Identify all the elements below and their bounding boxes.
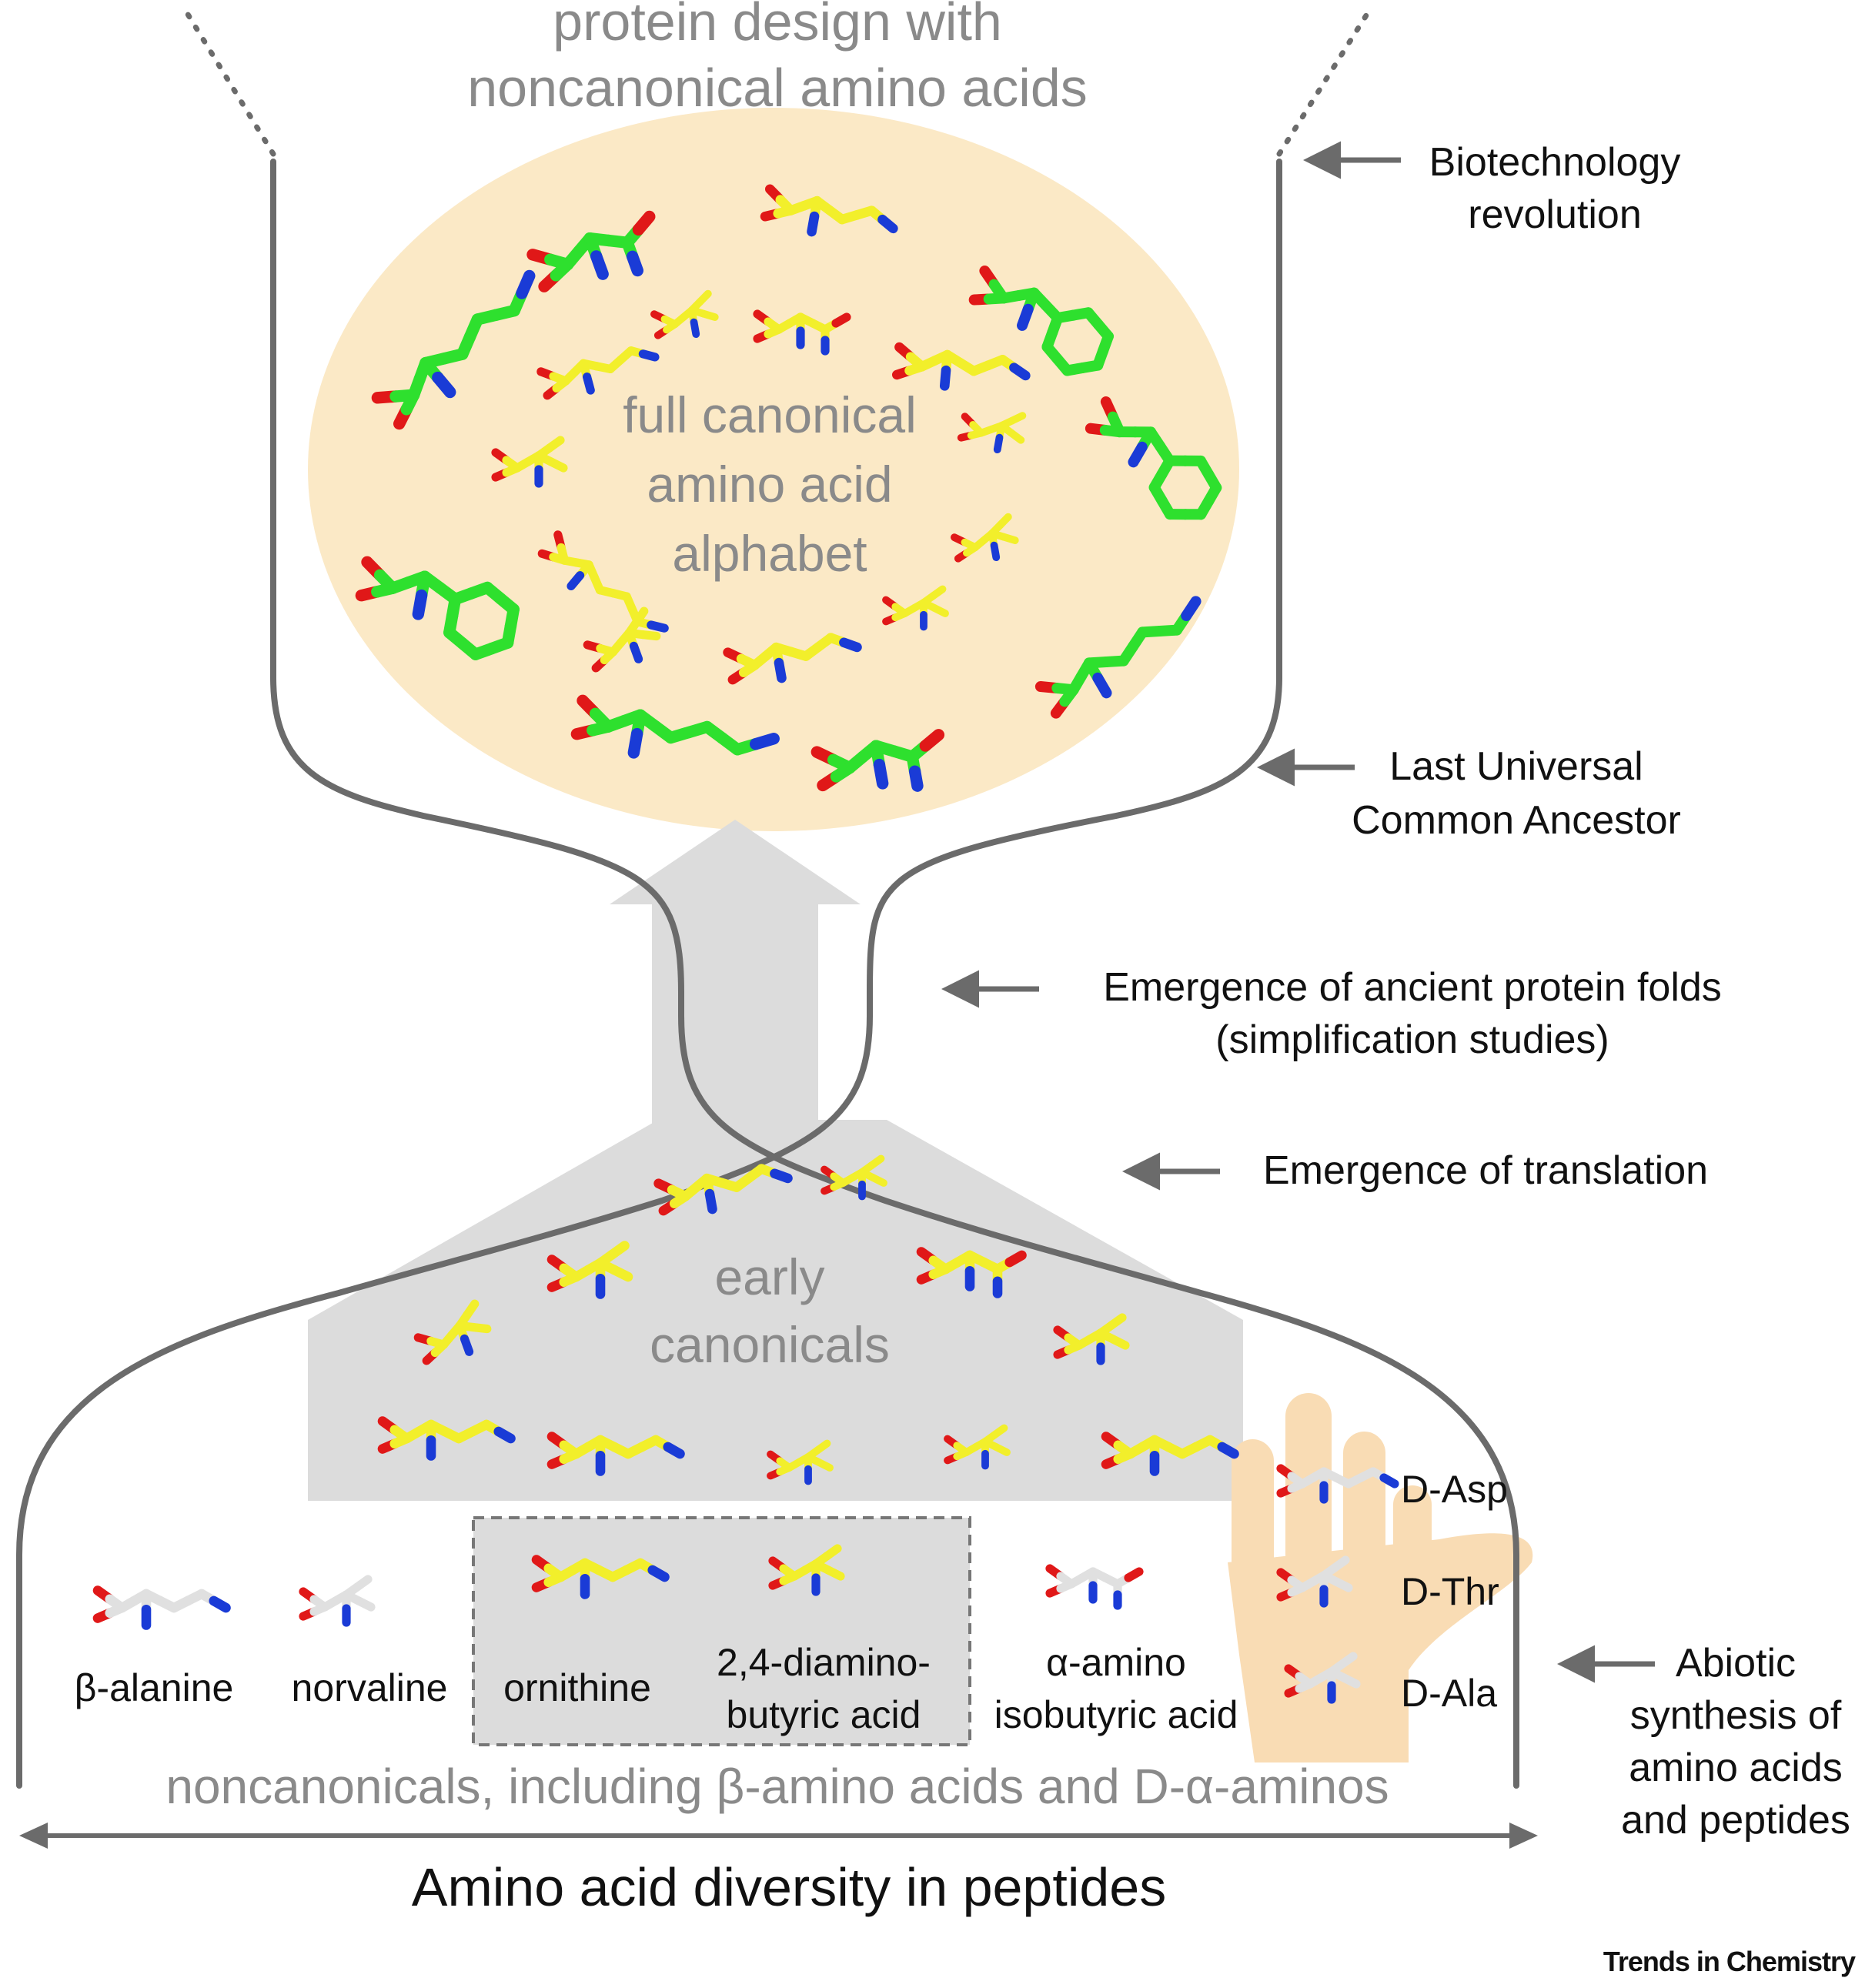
molecule-structure bbox=[355, 556, 520, 660]
label-d-ala: D-Ala bbox=[1401, 1670, 1539, 1716]
d-thr-prefix: D bbox=[1401, 1570, 1429, 1613]
molecule-structure bbox=[491, 436, 568, 488]
molecule-structure bbox=[882, 585, 949, 631]
annotation-folds-line-2: (simplification studies) bbox=[1215, 1017, 1609, 1062]
d-asp-prefix: D bbox=[1401, 1468, 1429, 1511]
noncanonicals-label: noncanonicals, including β-amino acids a… bbox=[31, 1757, 1524, 1816]
molecule-structure bbox=[1276, 1555, 1353, 1608]
molecule-structure bbox=[583, 606, 661, 673]
trapezoid-label-line-2: canonicals bbox=[650, 1316, 890, 1373]
molecule-structure bbox=[1045, 1564, 1144, 1610]
annotation-luca-line-1: Last Universal bbox=[1389, 744, 1643, 789]
molecule-structure bbox=[1276, 1464, 1399, 1504]
annotation-luca-line-2: Common Ancestor bbox=[1352, 798, 1681, 843]
molecule-structure bbox=[951, 513, 1019, 563]
noncanonicals-label-part-2: -α-aminos bbox=[1168, 1759, 1389, 1814]
molecule-structure bbox=[570, 694, 780, 759]
early-canonicals-region bbox=[308, 1120, 1243, 1501]
annotation-abiotic-line-2: synthesis of bbox=[1629, 1693, 1842, 1738]
molecule-structure bbox=[767, 1439, 834, 1485]
molecule-structure bbox=[760, 184, 898, 237]
molecule-structure bbox=[413, 1299, 492, 1365]
molecule-structure bbox=[723, 633, 862, 685]
molecule-structure bbox=[968, 265, 1114, 376]
molecule-structure bbox=[753, 309, 851, 356]
label-dab-line-1: 2,4-diamino- bbox=[717, 1641, 931, 1684]
label-d-thr: D-Thr bbox=[1401, 1569, 1539, 1615]
funnel-dotted-extension bbox=[182, 6, 1373, 157]
label-aib-line-1: α-amino bbox=[1046, 1641, 1186, 1684]
label-ornithine: ornithine bbox=[503, 1666, 651, 1709]
molecule-structure bbox=[1034, 596, 1202, 719]
molecule-structure bbox=[299, 1575, 376, 1627]
ornithine-dab-box bbox=[472, 1516, 971, 1746]
ellipse-label-line-3: alphabet bbox=[672, 525, 867, 582]
journal-credit: Trends in Chemistry bbox=[1603, 1946, 1856, 1977]
molecule-structure bbox=[377, 1416, 516, 1461]
molecule-structure bbox=[891, 342, 1031, 391]
molecule-structure bbox=[1085, 396, 1222, 520]
annotation-arrows bbox=[941, 141, 1655, 1683]
label-beta-alanine: β-alanine bbox=[74, 1666, 234, 1709]
title-line-2: noncanonical amino acids bbox=[467, 58, 1088, 118]
label-dab-line-2: butyric acid bbox=[726, 1693, 921, 1736]
ellipse-label-line-2: amino acid bbox=[647, 456, 893, 513]
funnel-outline bbox=[16, 159, 1519, 1789]
molecule-structure bbox=[1053, 1313, 1130, 1365]
annotation-biotech-line-2: revolution bbox=[1468, 192, 1642, 237]
evolution-arrow bbox=[610, 820, 861, 1147]
label-aib-line-2: isobutyric acid bbox=[994, 1693, 1238, 1736]
molecule-structure bbox=[1284, 1652, 1361, 1704]
molecule-structure bbox=[546, 1432, 685, 1476]
noncanonicals-label-part-1: noncanonicals, including β-amino acids a… bbox=[165, 1759, 1134, 1814]
annotation-abiotic-line-3: amino acids bbox=[1629, 1746, 1843, 1790]
molecule-structure bbox=[371, 269, 536, 430]
amino-acid-structures bbox=[92, 184, 1399, 1704]
ellipse-label-line-1: full canonical bbox=[623, 386, 917, 443]
title-line-1: protein design with bbox=[553, 0, 1002, 52]
molecule-structure bbox=[957, 412, 1027, 454]
molecule-structure bbox=[653, 1164, 793, 1216]
label-d-asp: D-Asp bbox=[1401, 1466, 1539, 1512]
label-norvaline: norvaline bbox=[291, 1666, 448, 1709]
annotation-biotech-line-1: Biotechnology bbox=[1429, 140, 1681, 185]
molecule-structure bbox=[1101, 1432, 1239, 1476]
molecule-structure bbox=[536, 346, 660, 400]
trapezoid-label-line-1: early bbox=[714, 1248, 825, 1305]
molecule-structure bbox=[916, 1247, 1027, 1298]
molecule-structure bbox=[92, 1585, 231, 1630]
molecule-structure bbox=[768, 1544, 845, 1596]
annotation-translation: Emergence of translation bbox=[1262, 1148, 1709, 1193]
noncanonicals-label-d: D bbox=[1133, 1759, 1169, 1814]
d-asp-suffix: -Asp bbox=[1429, 1468, 1508, 1511]
d-ala-suffix: -Ala bbox=[1429, 1672, 1498, 1715]
d-thr-suffix: -Thr bbox=[1429, 1570, 1499, 1613]
annotation-abiotic-line-4: and peptides bbox=[1621, 1798, 1850, 1843]
d-ala-prefix: D bbox=[1401, 1672, 1429, 1715]
molecule-structure bbox=[944, 1424, 1011, 1470]
molecule-structure bbox=[650, 289, 719, 339]
diversity-axis-label: Amino acid diversity in peptides bbox=[411, 1857, 1167, 1917]
molecule-structure bbox=[821, 1154, 887, 1201]
annotation-abiotic-line-1: Abiotic bbox=[1675, 1641, 1796, 1686]
molecule-structure bbox=[526, 210, 656, 292]
annotation-folds-line-1: Emergence of ancient protein folds bbox=[1103, 965, 1722, 1010]
molecule-structure bbox=[546, 1241, 633, 1299]
diversity-axis-arrow bbox=[19, 1823, 1538, 1849]
molecule-structure bbox=[811, 729, 945, 792]
molecule-structure bbox=[531, 1555, 670, 1599]
